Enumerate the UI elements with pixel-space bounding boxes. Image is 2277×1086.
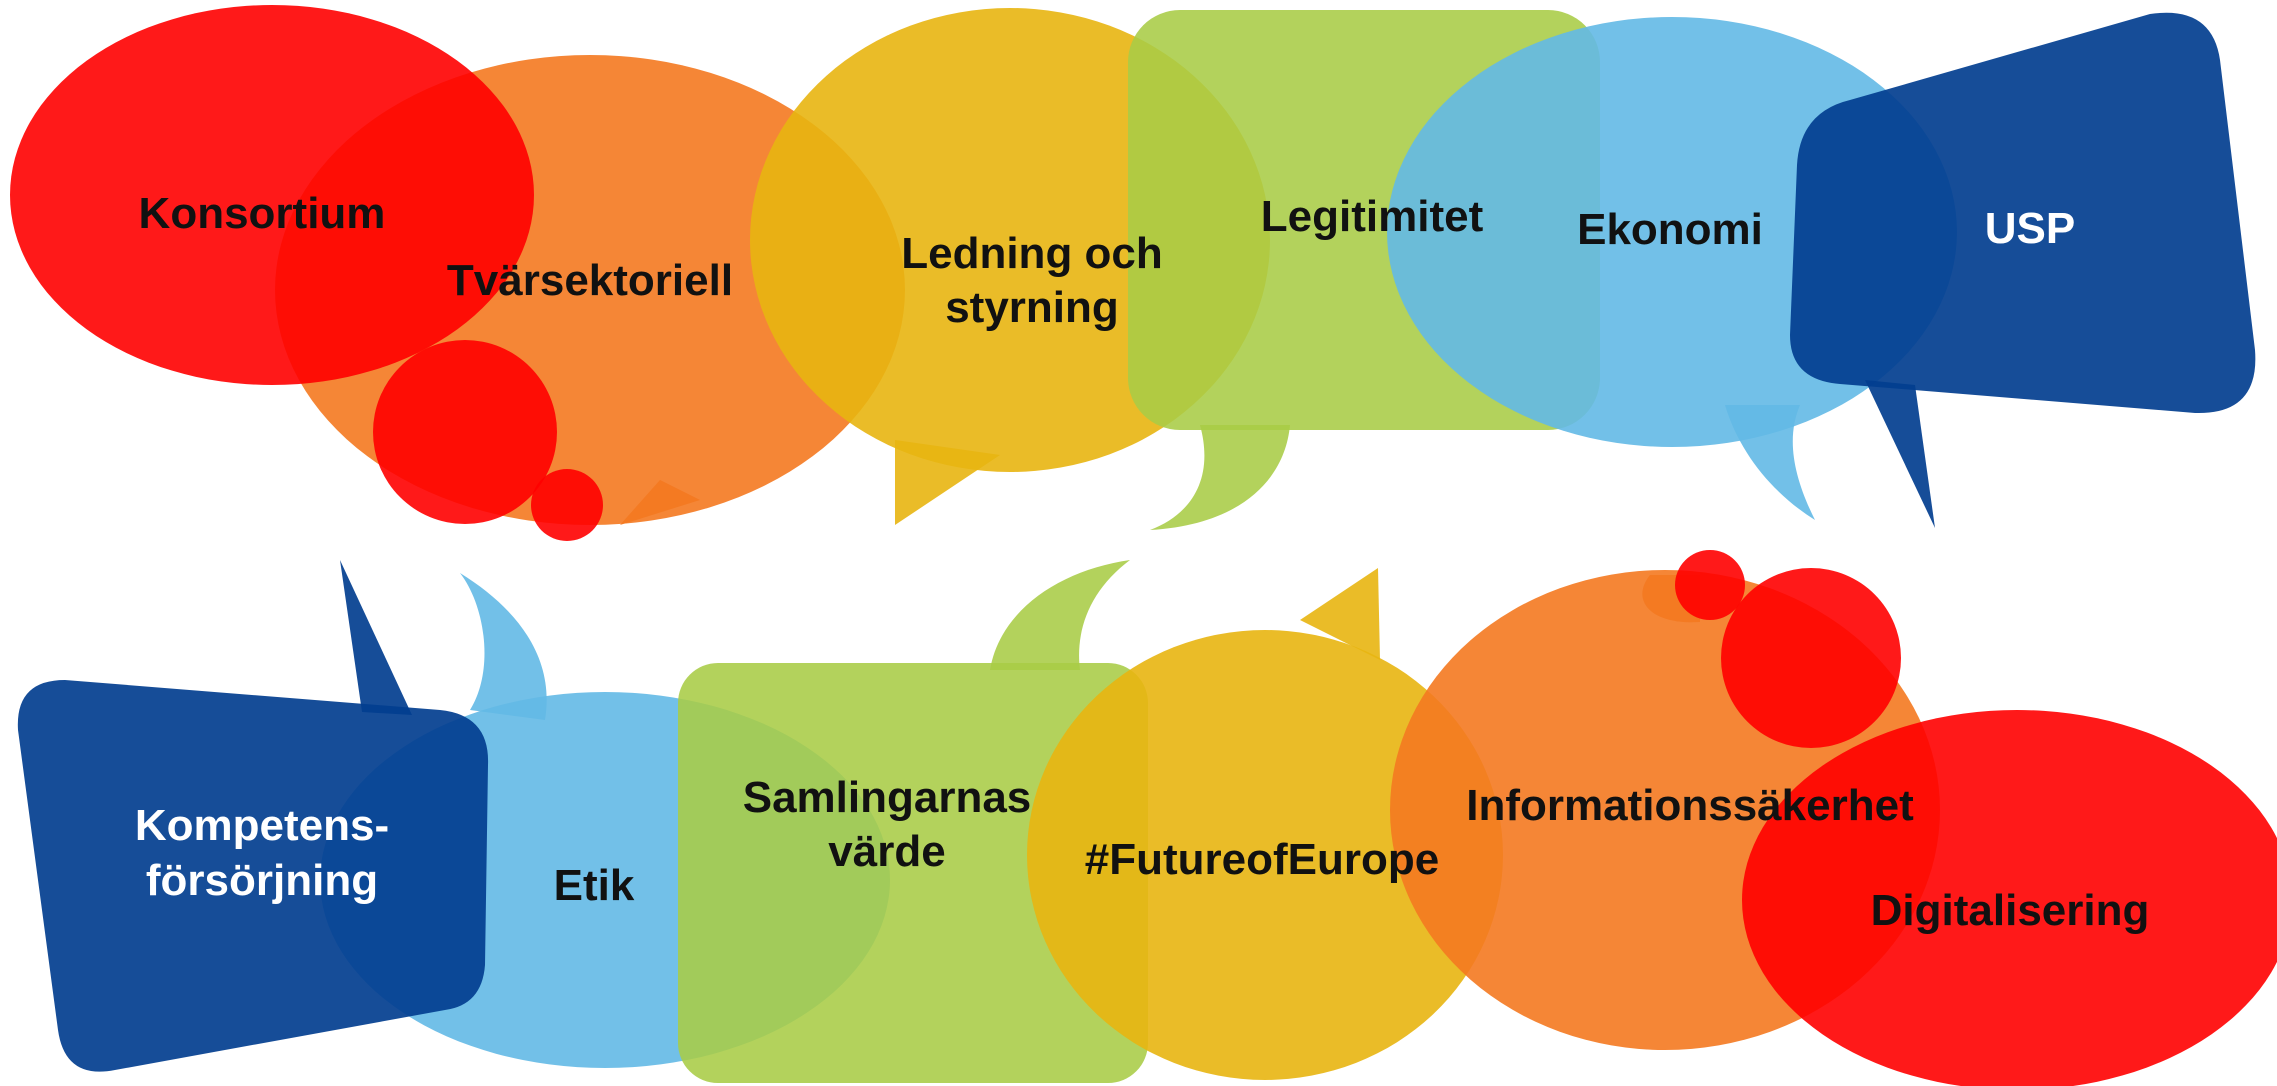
label-ekonomi: Ekonomi [1577,205,1763,254]
bubble-tvarsektoriell-tail [620,480,700,525]
label-ledning-line1: Ledning och [901,229,1163,278]
bubble-konsortium-shape [10,5,534,385]
bubble-kompetens-shape [17,680,489,1072]
bubble-ekonomi-tail [1725,405,1815,520]
bubble-kompetens-tail [340,560,412,715]
bubble-digitalisering-shape [1742,710,2277,1086]
bubble-future-shape [1027,630,1503,1080]
label-kompetens-line1: Kompetens- [135,801,389,850]
label-future: #FutureofEurope [1085,835,1439,884]
label-samlingarnas-line1: Samlingarnas [743,773,1032,822]
bubble-etik-tail [460,573,547,720]
label-legitimitet: Legitimitet [1261,192,1484,241]
label-digitalisering: Digitalisering [1871,886,2150,935]
bubble-samlingarnas-tail [990,560,1130,670]
bubble-future [1027,568,1503,1080]
thought-dot-small-bottom [1675,550,1745,620]
bubble-usp-tail [1865,380,1935,528]
bubble-usp-shape [1790,12,2256,414]
thought-dot-large-bottom [1721,568,1901,748]
bubble-konsortium [10,5,534,385]
label-ledning-line2: styrning [945,283,1119,332]
thought-dot-small [531,469,603,541]
label-kompetens-line2: försörjning [146,856,378,905]
bubble-legitimitet-tail [1150,425,1290,530]
bubble-ledning-tail [895,440,1000,525]
bubble-future-tail [1300,568,1380,660]
bubble-kompetens [17,560,489,1072]
label-etik: Etik [554,861,635,910]
bubble-digitalisering [1742,710,2277,1086]
thought-dot-large [373,340,557,524]
label-tvarsektoriell: Tvärsektoriell [447,256,733,305]
bubble-samlingarnas [678,560,1148,1083]
label-usp: USP [1985,204,2075,253]
bubble-usp [1790,12,2256,528]
bubble-samlingarnas-shape [678,663,1148,1083]
label-samlingarnas-line2: värde [828,827,945,876]
label-informationssakerhet: Informationssäkerhet [1466,781,1914,830]
label-konsortium: Konsortium [139,189,386,238]
